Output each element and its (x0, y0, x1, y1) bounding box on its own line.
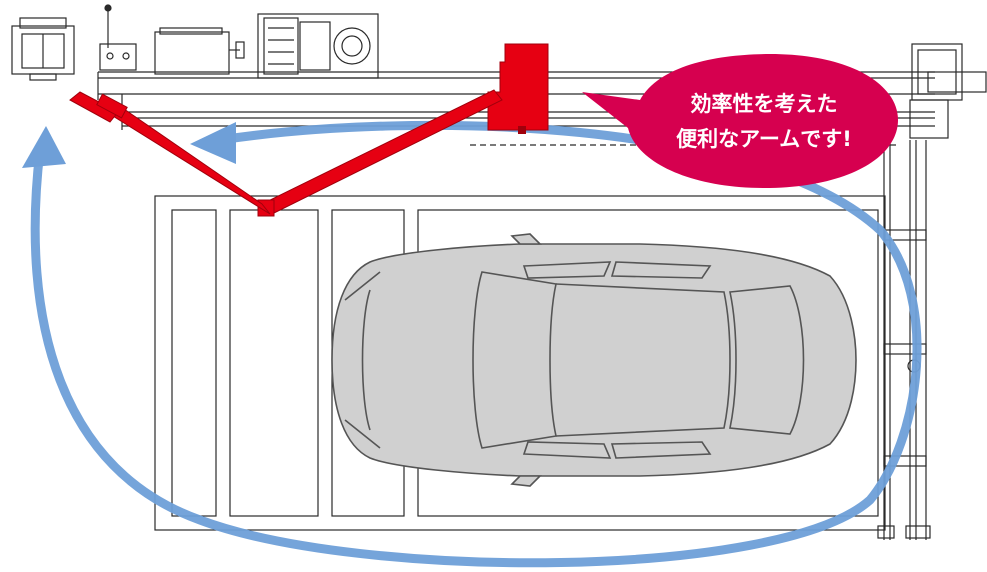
callout-line-1: 効率性を考えた (691, 92, 838, 116)
right-frame (877, 43, 987, 540)
arrowhead-top (190, 122, 236, 164)
car-top-view (331, 233, 857, 487)
callout-bubble: 効率性を考えた 便利なアームです! (582, 54, 898, 188)
lever-assembly (99, 4, 137, 71)
hydraulic-unit (257, 13, 379, 79)
callout-line-2: 便利なアームです! (676, 127, 852, 151)
motor-unit (154, 27, 245, 75)
robotic-arm-icon (69, 43, 549, 217)
control-unit-left (11, 17, 75, 81)
arrowhead-left (22, 126, 66, 168)
